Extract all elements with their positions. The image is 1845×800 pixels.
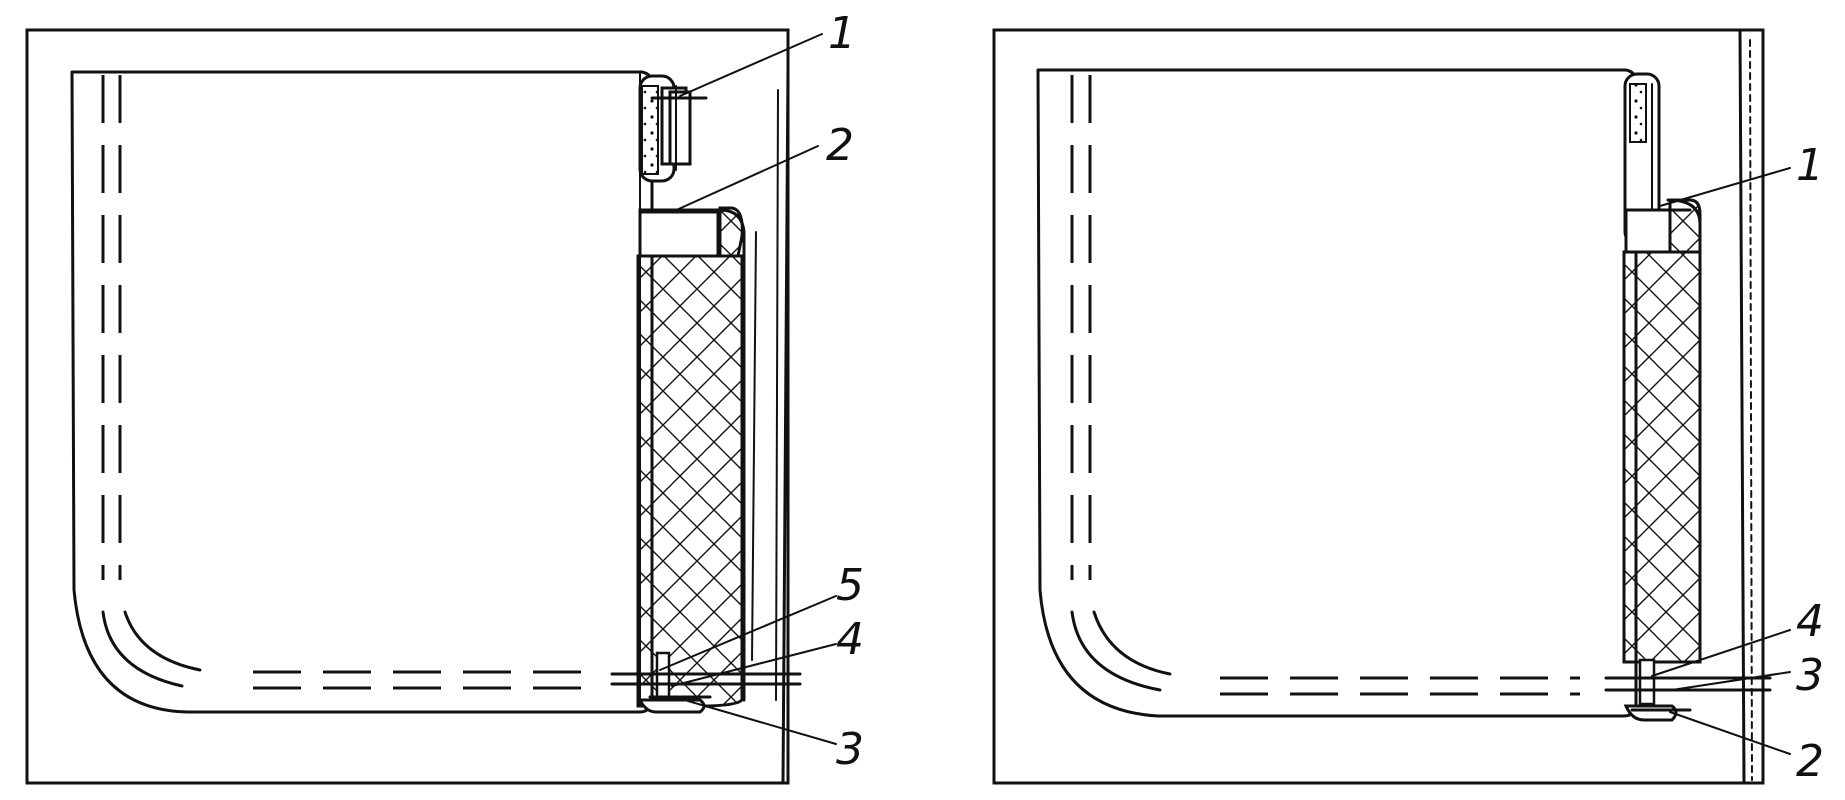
leader-4 <box>671 643 837 687</box>
leader-3 <box>1671 671 1791 691</box>
leader-3 <box>687 700 837 745</box>
spacer-block <box>638 208 720 258</box>
leader-1 <box>1659 167 1791 207</box>
leader-2 <box>1669 711 1791 755</box>
callout-label: 3 <box>836 724 864 775</box>
bottom-clip <box>1638 658 1656 706</box>
leader-5 <box>659 595 837 671</box>
dashed-curve-2 <box>1092 610 1172 676</box>
callout-label: 5 <box>836 560 864 611</box>
rear-wall-line <box>1738 28 1746 785</box>
callout-label: 2 <box>826 120 854 171</box>
hatched-panel <box>1622 198 1702 664</box>
bottom-seal-lip <box>637 698 706 714</box>
leader-4 <box>1651 629 1791 677</box>
dashed-curve-1 <box>101 610 184 688</box>
cover-line <box>751 231 757 661</box>
figure-right: 1 4 3 2 <box>992 28 1824 787</box>
leader-1 <box>679 33 823 97</box>
figure-left: 1 2 5 4 3 <box>25 8 864 785</box>
outer-frame <box>992 28 1765 785</box>
callout-label: 4 <box>836 614 864 665</box>
tub-outline <box>1036 68 1638 718</box>
hatched-panel <box>636 206 744 708</box>
dashed-curve-2 <box>123 610 202 672</box>
callout-label: 1 <box>1796 140 1824 191</box>
hatched-panel-cap <box>718 208 746 702</box>
mounting-bracket-inner <box>668 90 692 166</box>
callout-label: 2 <box>1796 736 1824 787</box>
bottom-seal-lip <box>1623 704 1678 722</box>
callout-label: 3 <box>1796 650 1824 701</box>
tub-outline <box>70 70 654 714</box>
leader-2 <box>671 145 819 213</box>
spacer-block <box>1624 208 1672 254</box>
outer-frame <box>25 28 790 785</box>
rear-wall-line <box>781 66 790 785</box>
rear-wall-dotted <box>1749 39 1753 781</box>
seal-strip-texture <box>1629 83 1647 143</box>
seal-strip-texture <box>641 85 659 175</box>
rear-wall-inner-line <box>775 89 779 701</box>
hatched-panel-cap <box>1666 198 1702 664</box>
callout-label: 4 <box>1796 596 1824 647</box>
callout-label: 1 <box>828 8 856 59</box>
dashed-curve-1 <box>1070 610 1162 692</box>
